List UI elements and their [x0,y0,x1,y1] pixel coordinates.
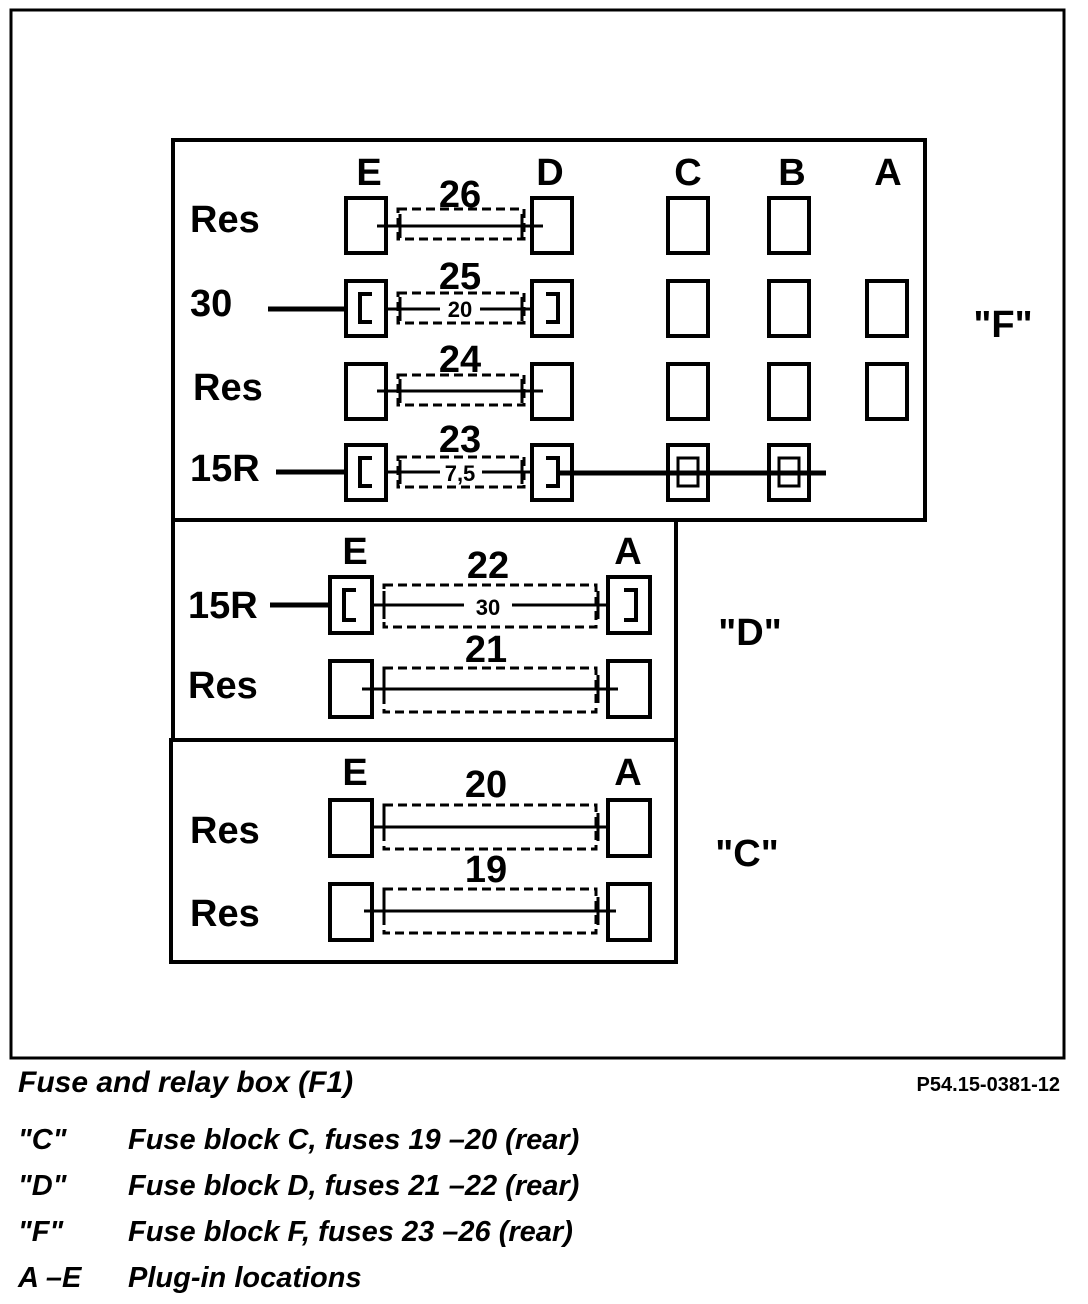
fuse-19 [328,882,652,942]
block-c-frame [169,738,678,964]
fuse-23 [344,443,574,502]
block-f-col-b: B [778,152,805,194]
fuse-25-number: 25 [439,256,481,298]
block-f-row4-sockets [560,443,826,502]
fuse-22-number: 22 [467,545,509,587]
outer-frame [9,8,1066,1060]
legend-text-d: Fuse block D, fuses 21 –22 (rear) [128,1170,580,1202]
block-d-col-e: E [342,531,367,573]
legend-text-c: Fuse block C, fuses 19 –20 (rear) [128,1124,580,1156]
block-f-row3-sockets [666,362,909,421]
block-f-col-d: D [536,152,563,194]
block-f-row3-label: Res [193,367,263,409]
block-d-label: "D" [718,612,781,654]
block-c-row1-label: Res [190,810,260,852]
fuse-20 [328,798,652,858]
legend-key-c: "C" [18,1124,67,1156]
fuse-22 [328,575,652,635]
fuse-25-rating: 20 [448,297,472,322]
fuse-23-number: 23 [439,419,481,461]
fuse-24 [344,362,574,421]
fuse-21-number: 21 [465,629,507,671]
block-d-col-a: A [614,531,641,573]
fuse-23-rating: 7,5 [445,461,476,486]
fuse-26-number: 26 [439,174,481,216]
fuse-25 [344,279,574,338]
block-d-row2-label: Res [188,665,258,707]
fuse-22-rating: 30 [476,595,500,620]
legend-key-ae: A –E [18,1262,82,1294]
fuse-box-diagram: E D C B A Res 30 Res 15R 26 25 20 [9,8,1066,1060]
block-c-label: "C" [715,833,778,875]
figure-reference: P54.15-0381-12 [916,1074,1060,1096]
block-f-col-c: C [674,152,701,194]
block-f-row1-sockets [666,196,811,255]
legend-key-f: "F" [18,1216,64,1248]
block-d-frame [171,518,678,742]
legend-text-ae: Plug-in locations [128,1262,362,1294]
block-f-row2-sockets [666,279,909,338]
legend-key-d: "D" [18,1170,67,1202]
block-d-row1-label: 15R [188,585,258,627]
fuse-26 [344,196,574,255]
block-c-col-a: A [614,752,641,794]
fuse-24-number: 24 [439,339,481,381]
fuse-21 [328,659,652,719]
legend-text-f: Fuse block F, fuses 23 –26 (rear) [128,1216,573,1248]
block-c-col-e: E [342,752,367,794]
block-f-label: "F" [973,304,1032,346]
block-f-row4-label: 15R [190,448,260,490]
block-f-col-a: A [874,152,901,194]
block-f-row2-label: 30 [190,283,232,325]
fuse-20-number: 20 [465,764,507,806]
block-f-col-e: E [356,152,381,194]
block-f-row1-label: Res [190,199,260,241]
fuse-19-number: 19 [465,849,507,891]
figure-caption: Fuse and relay box (F1) [18,1066,354,1099]
block-c-row2-label: Res [190,893,260,935]
